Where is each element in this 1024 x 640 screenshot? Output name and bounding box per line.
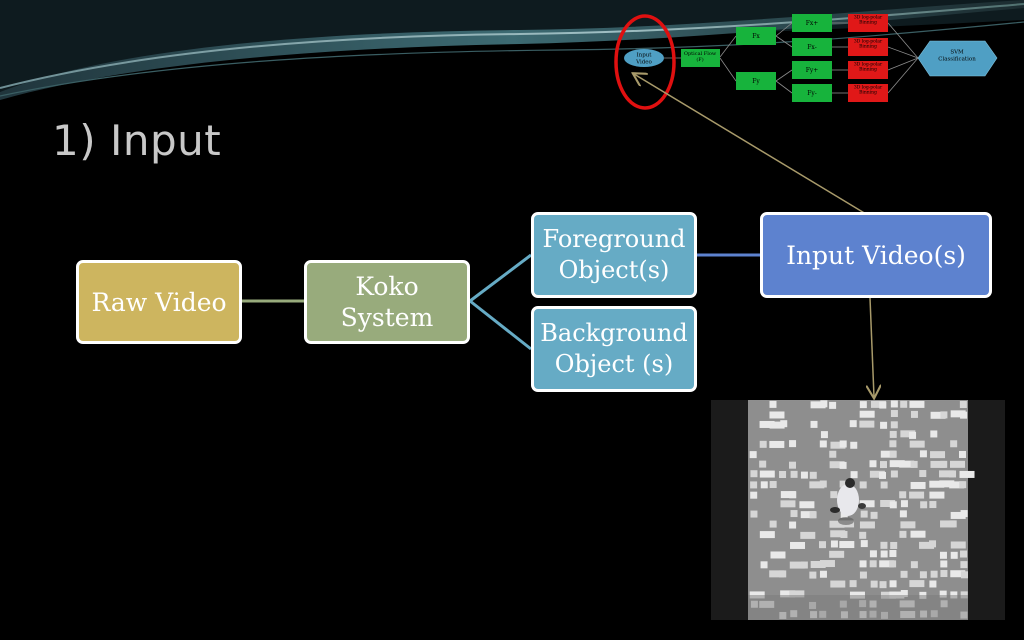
mini-fy-minus-label: Fy- xyxy=(807,90,817,97)
mini-fy-minus-node xyxy=(792,84,832,102)
mini-fy-node xyxy=(736,72,776,90)
walking-person xyxy=(830,478,866,525)
mini-fx-plus-node xyxy=(792,14,832,32)
video-thumbnail xyxy=(711,400,1005,620)
raw-video-node: Raw Video xyxy=(76,260,242,344)
foreground-objects-node: Foreground Object(s) xyxy=(531,212,697,298)
mini-fx-label: Fx xyxy=(752,33,760,40)
mini-polar-node-4 xyxy=(848,84,888,102)
mini-fx-minus-node xyxy=(792,38,832,56)
video-frame-image xyxy=(711,400,1005,620)
mini-fx-minus-label: Fx- xyxy=(807,44,816,51)
mini-fy-label: Fy xyxy=(752,78,760,85)
mini-input-node xyxy=(624,49,664,67)
background-objects-node: Background Object (s) xyxy=(531,306,697,392)
koko-system-node: Koko System xyxy=(304,260,470,344)
input-videos-node: Input Video(s) xyxy=(760,212,992,298)
arrow-to-mini-input xyxy=(634,74,867,215)
mini-fx-node xyxy=(736,27,776,45)
connector-koko-fg xyxy=(469,253,532,303)
mini-optical-flow-label: Optical Flow(F) xyxy=(684,51,717,63)
mini-fy-plus-label: Fy+ xyxy=(806,67,819,74)
mini-svm-node xyxy=(917,40,998,77)
mini-fy-plus-node xyxy=(792,61,832,79)
mini-polar-node-2 xyxy=(848,38,888,56)
connector-koko-bg xyxy=(469,299,532,351)
mini-optical-flow-node xyxy=(681,49,720,67)
mini-fx-plus-label: Fx+ xyxy=(806,20,819,27)
slide-title: 1) Input xyxy=(52,116,222,165)
mini-polar-node-1 xyxy=(848,14,888,32)
arrow-to-video xyxy=(870,297,874,397)
mini-polar-node-3 xyxy=(848,61,888,79)
highlight-circle xyxy=(614,14,676,110)
